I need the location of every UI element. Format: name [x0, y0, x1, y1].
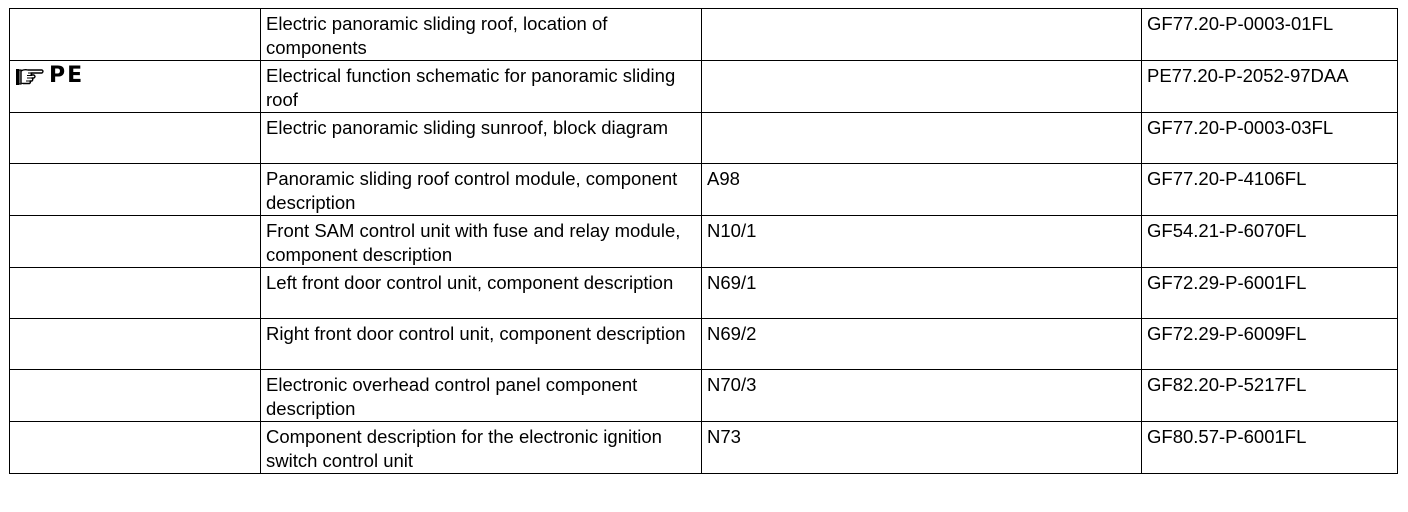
description-cell: Left front door control unit, component …	[260, 267, 702, 319]
code-cell	[701, 112, 1142, 164]
pointing-hand-icon	[15, 66, 45, 86]
pe-marker[interactable]: PE	[15, 64, 84, 88]
description-cell: Electronic overhead control panel compon…	[260, 369, 702, 422]
marker-cell	[9, 421, 261, 474]
reference-link[interactable]: GF82.20-P-5217FL	[1141, 369, 1398, 422]
marker-cell	[9, 112, 261, 164]
description-cell: Panoramic sliding roof control module, c…	[260, 163, 702, 216]
reference-link[interactable]: GF54.21-P-6070FL	[1141, 215, 1398, 268]
reference-link[interactable]: PE77.20-P-2052-97DAA	[1141, 60, 1398, 113]
description-cell: Front SAM control unit with fuse and rel…	[260, 215, 702, 268]
table-row: Panoramic sliding roof control module, c…	[9, 163, 1398, 216]
table-row: Electric panoramic sliding sunroof, bloc…	[9, 112, 1398, 164]
marker-cell	[9, 215, 261, 268]
table-row: Electronic overhead control panel compon…	[9, 369, 1398, 422]
code-cell: N69/1	[701, 267, 1142, 319]
marker-cell	[9, 8, 261, 61]
reference-link[interactable]: GF72.29-P-6001FL	[1141, 267, 1398, 319]
description-cell: Electric panoramic sliding sunroof, bloc…	[260, 112, 702, 164]
marker-label: PE	[49, 63, 85, 88]
reference-link[interactable]: GF77.20-P-0003-03FL	[1141, 112, 1398, 164]
marker-cell	[9, 318, 261, 370]
reference-link[interactable]: GF72.29-P-6009FL	[1141, 318, 1398, 370]
table-row: PE Electrical function schematic for pan…	[9, 60, 1398, 113]
code-cell	[701, 60, 1142, 113]
description-cell: Electric panoramic sliding roof, locatio…	[260, 8, 702, 61]
marker-cell	[9, 267, 261, 319]
code-cell: A98	[701, 163, 1142, 216]
table-row: Front SAM control unit with fuse and rel…	[9, 215, 1398, 268]
table-row: Left front door control unit, component …	[9, 267, 1398, 319]
marker-cell	[9, 369, 261, 422]
code-cell: N10/1	[701, 215, 1142, 268]
table-row: Component description for the electronic…	[9, 421, 1398, 474]
reference-link[interactable]: GF77.20-P-4106FL	[1141, 163, 1398, 216]
reference-link[interactable]: GF77.20-P-0003-01FL	[1141, 8, 1398, 61]
marker-cell: PE	[9, 60, 261, 113]
table-row: Right front door control unit, component…	[9, 318, 1398, 370]
description-cell: Electrical function schematic for panora…	[260, 60, 702, 113]
code-cell: N73	[701, 421, 1142, 474]
description-cell: Right front door control unit, component…	[260, 318, 702, 370]
table-row: Electric panoramic sliding roof, locatio…	[9, 8, 1398, 61]
marker-cell	[9, 163, 261, 216]
code-cell: N69/2	[701, 318, 1142, 370]
description-cell: Component description for the electronic…	[260, 421, 702, 474]
code-cell	[701, 8, 1142, 61]
reference-table: Electric panoramic sliding roof, locatio…	[9, 8, 1398, 474]
code-cell: N70/3	[701, 369, 1142, 422]
reference-link[interactable]: GF80.57-P-6001FL	[1141, 421, 1398, 474]
